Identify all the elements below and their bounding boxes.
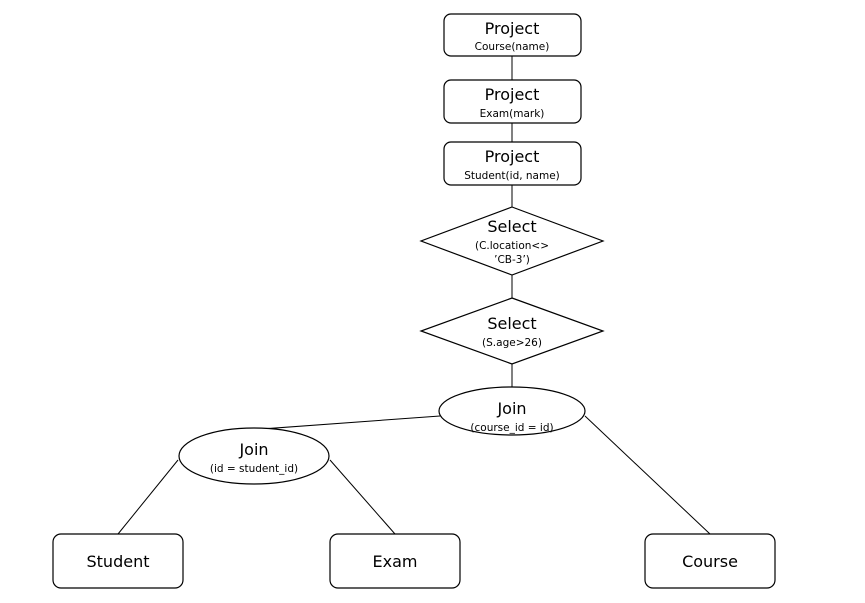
course-table-node: Course: [644, 533, 776, 589]
project-course-node: Project Course(name): [443, 13, 582, 57]
project-exam-detail: Exam(mark): [480, 108, 545, 120]
exam-table-box: [329, 533, 461, 589]
join-student-node: Join (id = student_id): [178, 427, 330, 485]
project-course-title: Project: [485, 19, 540, 38]
project-course-detail: Course(name): [475, 41, 550, 53]
select-age-diamond: [419, 297, 605, 365]
student-table-label: Student: [87, 552, 150, 571]
edge-join-course-to-course: [584, 415, 711, 535]
project-course-box: [443, 13, 582, 57]
select-location-node: Select (C.location<> ’CB-3’): [419, 206, 605, 276]
join-student-detail: (id = student_id): [210, 463, 298, 475]
edge-join-course-to-join-student: [247, 415, 441, 431]
course-table-label: Course: [682, 552, 738, 571]
select-location-title: Select: [487, 217, 536, 236]
join-course-ellipse: [438, 386, 586, 436]
select-age-node: Select (S.age>26): [419, 297, 605, 365]
project-exam-box: [443, 79, 582, 124]
select-location-diamond: [419, 206, 605, 276]
join-course-title: Join: [496, 399, 526, 418]
join-course-node: Join (course_id = id): [438, 386, 586, 436]
exam-table-label: Exam: [373, 552, 418, 571]
student-table-box: [52, 533, 184, 589]
project-exam-title: Project: [485, 85, 540, 104]
course-table-box: [644, 533, 776, 589]
select-location-detail-line2: ’CB-3’): [494, 254, 530, 266]
select-age-detail: (S.age>26): [482, 337, 542, 349]
edge-join-student-to-exam: [329, 459, 396, 535]
tree-edges: [117, 56, 711, 535]
join-course-detail: (course_id = id): [470, 422, 553, 434]
select-location-detail-line1: (C.location<>: [475, 240, 549, 252]
project-student-title: Project: [485, 147, 540, 166]
project-student-node: Project Student(id, name): [443, 141, 582, 186]
project-student-box: [443, 141, 582, 186]
project-exam-node: Project Exam(mark): [443, 79, 582, 124]
project-student-detail: Student(id, name): [464, 170, 560, 182]
join-student-ellipse: [178, 427, 330, 485]
join-student-title: Join: [238, 440, 268, 459]
student-table-node: Student: [52, 533, 184, 589]
select-age-title: Select: [487, 314, 536, 333]
edge-join-student-to-student: [117, 459, 179, 535]
exam-table-node: Exam: [329, 533, 461, 589]
